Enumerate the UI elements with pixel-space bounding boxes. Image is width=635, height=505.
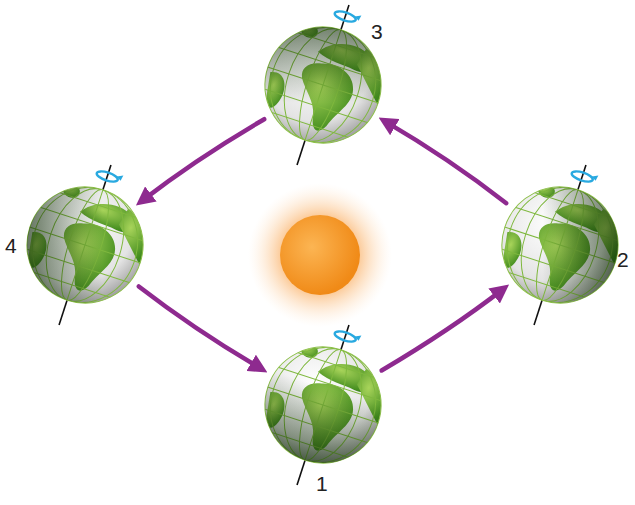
globe <box>240 0 406 183</box>
callout-number: 4 <box>5 235 17 256</box>
globe <box>240 307 406 504</box>
globe <box>2 147 168 344</box>
callout-number: 1 <box>316 473 328 494</box>
callout-number: 2 <box>617 249 629 270</box>
globe-node: 3 <box>261 23 385 147</box>
sun <box>280 215 360 295</box>
globe-node: 1 <box>261 343 385 467</box>
orbit-arrow <box>142 119 264 201</box>
sun-glow <box>248 183 392 327</box>
globe-node: 2 <box>498 183 622 307</box>
orbit-arrow <box>385 121 506 203</box>
callout-number: 3 <box>371 21 383 42</box>
globe-node: 4 <box>23 183 147 307</box>
orbit-arrow <box>139 287 261 369</box>
globe <box>477 147 635 344</box>
orbit-arrow <box>382 289 504 370</box>
